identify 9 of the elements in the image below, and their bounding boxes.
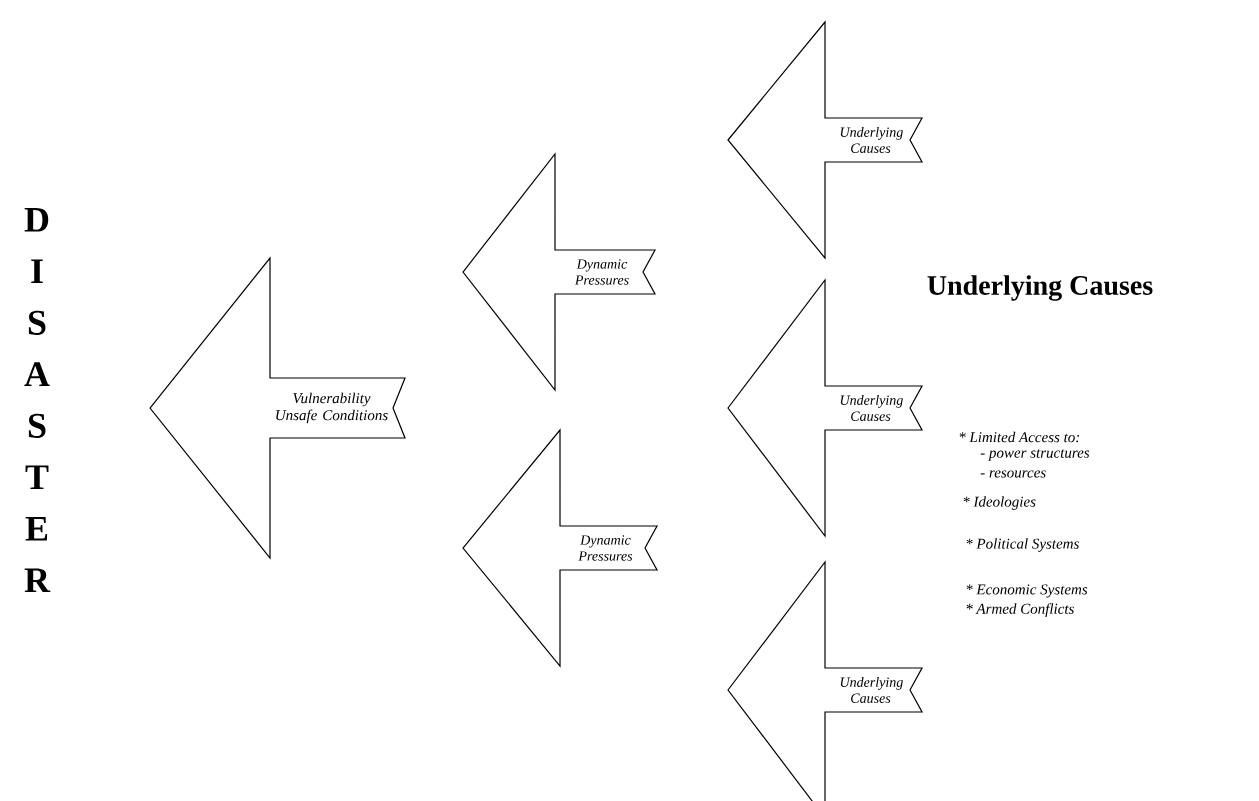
list-item: - resources <box>980 470 1046 478</box>
list-item: * Political Systems <box>966 538 1079 552</box>
vertical-title: DISASTER <box>24 207 51 593</box>
heading: Underlying Causes <box>927 275 1153 301</box>
list-item: * Armed Conflicts <box>966 603 1074 617</box>
list-item: * Ideologies <box>963 496 1036 510</box>
list-item: * Limited Access to: <box>959 431 1080 443</box>
list-item: * Economic Systems <box>966 584 1088 598</box>
list-item: - power structures <box>980 449 1090 461</box>
